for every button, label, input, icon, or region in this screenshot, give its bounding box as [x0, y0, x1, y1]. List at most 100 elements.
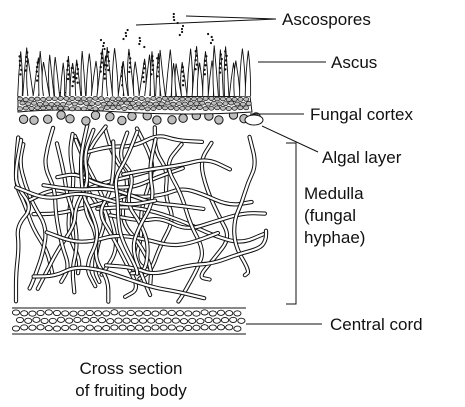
- spore-in-ascus: [196, 55, 198, 57]
- cord-cell: [49, 318, 56, 323]
- spore-in-ascus: [142, 72, 144, 74]
- cord-cell: [12, 326, 19, 331]
- cord-cell: [205, 317, 212, 322]
- cord-cell: [234, 311, 241, 316]
- cord-cell: [41, 318, 48, 323]
- ascospore: [212, 39, 214, 41]
- cord-cell: [107, 319, 114, 324]
- spore-in-ascus: [75, 77, 77, 79]
- cord-cell: [70, 325, 77, 330]
- ascus: [133, 62, 139, 96]
- ascospore: [100, 39, 102, 41]
- cortex-cell: [186, 106, 191, 110]
- cord-cell: [230, 317, 237, 322]
- cord-cell: [172, 318, 179, 323]
- spore-in-ascus: [219, 71, 221, 73]
- cord-cell: [201, 310, 208, 315]
- cortex-cell: [168, 97, 173, 101]
- spore-in-ascus: [76, 73, 78, 75]
- cord-cell: [234, 326, 241, 331]
- spore-in-ascus: [143, 81, 145, 83]
- cord-cell: [156, 319, 163, 324]
- spore-in-ascus: [107, 51, 109, 53]
- cord-cell: [168, 310, 175, 315]
- spore-in-ascus: [205, 55, 207, 57]
- cord-cell: [119, 311, 126, 316]
- spore-in-ascus: [194, 59, 196, 61]
- spore-in-ascus: [204, 73, 206, 75]
- cord-cell: [45, 326, 52, 331]
- cortex-cell: [157, 106, 162, 110]
- cortex-cell: [122, 97, 127, 101]
- ascospore: [211, 36, 213, 38]
- spore-in-ascus: [129, 66, 131, 68]
- spore-in-ascus: [71, 67, 73, 69]
- spore-in-ascus: [67, 64, 69, 66]
- spore-in-ascus: [182, 66, 184, 68]
- spore-in-ascus: [67, 60, 69, 62]
- cord-cell: [226, 311, 233, 316]
- ascus: [224, 46, 229, 96]
- cortex-cell: [52, 97, 57, 101]
- cortex-cell: [70, 107, 75, 111]
- algal-cell: [215, 116, 223, 124]
- cortex-cell: [72, 102, 77, 106]
- algal-cell: [168, 116, 176, 124]
- cord-cell: [226, 325, 233, 330]
- cortex-cell: [113, 101, 118, 105]
- ascus: [81, 51, 86, 96]
- cortex-cell: [20, 101, 25, 105]
- ascus: [240, 49, 246, 97]
- cord-cell: [193, 311, 200, 316]
- cortex-cell: [151, 107, 156, 111]
- spore-in-ascus: [152, 69, 154, 71]
- cord-cell: [152, 311, 159, 316]
- cortex-cell: [206, 102, 211, 106]
- cortex-cell: [17, 97, 22, 101]
- cord-cell: [70, 311, 77, 316]
- spore-in-ascus: [143, 67, 145, 69]
- cord-cell: [66, 318, 73, 323]
- cord-cell: [103, 311, 110, 316]
- cortex-cell: [188, 102, 193, 106]
- spore-in-ascus: [129, 57, 131, 59]
- cord-cell: [115, 318, 122, 323]
- spore-in-ascus: [36, 79, 38, 81]
- cortex-cell: [35, 97, 40, 101]
- cortex-cell: [81, 97, 86, 101]
- cord-cell: [127, 326, 134, 331]
- cortex-cell: [52, 106, 57, 110]
- cortex-cell: [139, 97, 144, 101]
- cortex-cell: [110, 106, 115, 110]
- cord-cell: [209, 325, 216, 330]
- spore-in-ascus: [225, 55, 227, 57]
- cortex-cell: [104, 98, 109, 102]
- cord-cell: [201, 325, 208, 330]
- cortex-cell: [244, 106, 249, 110]
- spore-in-ascus: [156, 57, 158, 59]
- cortex-cell: [93, 96, 98, 100]
- cord-cell: [53, 326, 60, 331]
- spore-in-ascus: [106, 55, 108, 57]
- ascospore: [181, 31, 183, 33]
- algal-cell: [44, 115, 52, 123]
- cortex-cell: [130, 101, 135, 105]
- cortex-cell: [128, 106, 133, 110]
- cord-cell: [135, 311, 142, 316]
- spore-in-ascus: [195, 50, 197, 52]
- cortex-cell: [136, 102, 141, 106]
- cord-cell: [144, 311, 151, 316]
- spore-in-ascus: [203, 69, 205, 71]
- ascospore: [173, 16, 175, 18]
- cord-cell: [217, 310, 224, 315]
- cord-cell: [78, 311, 85, 316]
- label-medulla-line2: (fungal: [304, 206, 356, 225]
- spore-in-ascus: [99, 70, 101, 72]
- cortex-cell: [87, 97, 92, 101]
- cortex-cell: [35, 106, 40, 110]
- cortex-cell: [41, 97, 46, 101]
- cortex-cell: [93, 107, 98, 111]
- cord-cell: [111, 325, 118, 330]
- ascospore: [125, 35, 127, 37]
